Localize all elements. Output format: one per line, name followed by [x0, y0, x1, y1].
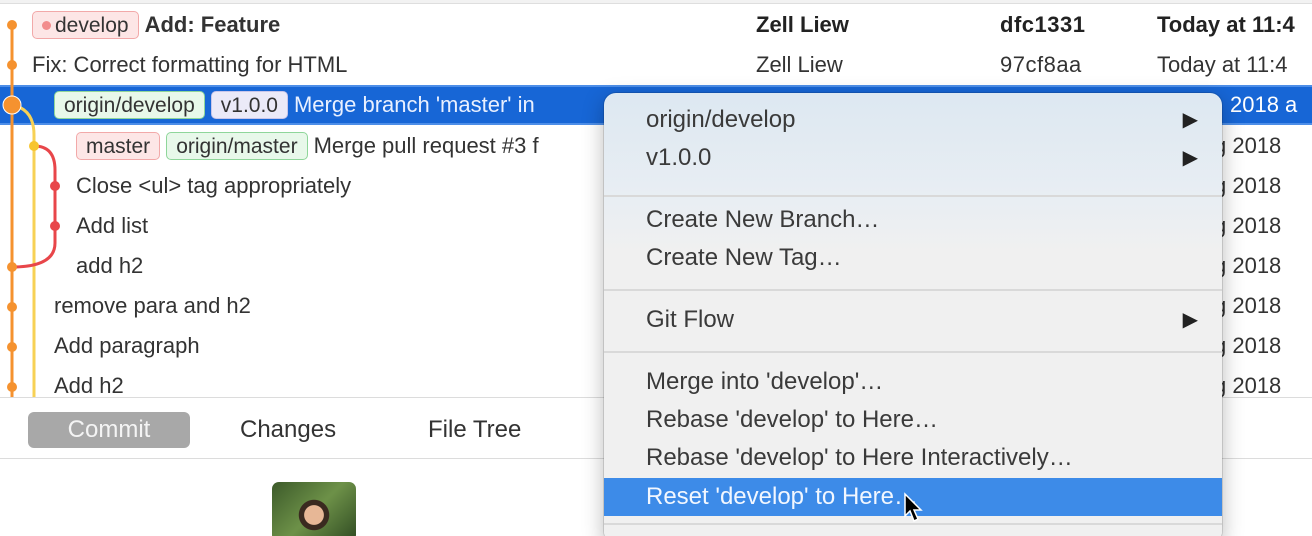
commit-row[interactable]: master origin/master Merge pull request … [0, 126, 1312, 166]
commit-message: Add list [76, 213, 149, 238]
menu-item-git-flow[interactable]: Git Flow ▶ [604, 301, 1222, 339]
mouse-pointer-icon [904, 492, 923, 523]
commit-row[interactable]: Add paragraph g 2018 [0, 326, 1312, 366]
commit-row[interactable]: Add list g 2018 [0, 206, 1312, 246]
submenu-arrow-icon: ▶ [1182, 109, 1198, 131]
commit-row[interactable]: Add h2 g 2018 [0, 366, 1312, 406]
commit-date: g 2018 [1214, 133, 1282, 158]
menu-item-reset-develop[interactable]: Reset 'develop' to Here… [604, 478, 1222, 516]
commit-date: g 2018 [1214, 293, 1282, 318]
menu-item-v1-0-0[interactable]: v1.0.0 ▶ [604, 139, 1222, 177]
commit-date: g 2018 [1214, 213, 1282, 238]
commit-date: g 2018 [1214, 173, 1282, 198]
commit-message: Add h2 [54, 373, 124, 398]
commit-message: Add: Feature [144, 12, 281, 37]
tab-file-tree[interactable]: File Tree [428, 416, 522, 443]
commit-sha: 97cf8aa [1000, 52, 1082, 77]
commit-sha: dfc1331 [1000, 12, 1086, 37]
menu-item-origin-develop[interactable]: origin/develop ▶ [604, 101, 1222, 139]
commit-row[interactable]: Close <ul> tag appropriately g 2018 [0, 166, 1312, 206]
branch-tag-develop[interactable]: develop [32, 11, 139, 39]
submenu-arrow-icon: ▶ [1182, 309, 1198, 331]
commit-row[interactable]: add h2 g 2018 [0, 246, 1312, 286]
commit-date: Today at 11:4 [1157, 52, 1288, 77]
context-menu: origin/develop ▶ v1.0.0 ▶ Create New Bra… [604, 93, 1222, 536]
menu-item-merge-into-develop[interactable]: Merge into 'develop'… [646, 368, 884, 395]
commit-message: remove para and h2 [54, 293, 251, 318]
commit-date: g 2018 [1214, 253, 1282, 278]
menu-item-rebase-develop[interactable]: Rebase 'develop' to Here… [646, 406, 938, 433]
commit-message: Merge pull request #3 f [313, 133, 539, 158]
branch-tag-origin-master[interactable]: origin/master [166, 132, 308, 160]
commit-date: g 2018 [1214, 333, 1282, 358]
toolbar-edge [0, 0, 1312, 4]
commit-date: g 2018 [1214, 373, 1282, 398]
menu-item-create-new-tag[interactable]: Create New Tag… [646, 244, 842, 271]
commit-message: Fix: Correct formatting for HTML [32, 52, 348, 77]
menu-separator [604, 523, 1222, 525]
version-tag[interactable]: v1.0.0 [210, 91, 288, 119]
commit-history-list[interactable]: develop Add: Feature Zell Liew dfc1331 T… [0, 5, 1312, 398]
commit-date: Today at 11:4 [1157, 12, 1295, 37]
commit-message: Add paragraph [54, 333, 200, 358]
commit-row[interactable]: develop Add: Feature Zell Liew dfc1331 T… [0, 5, 1312, 45]
commit-message: Merge branch 'master' in [293, 92, 535, 117]
commit-message: Close <ul> tag appropriately [76, 173, 352, 198]
submenu-arrow-icon: ▶ [1182, 147, 1198, 169]
menu-separator [604, 289, 1222, 291]
author-avatar [272, 482, 356, 536]
tab-commit[interactable]: Commit [28, 412, 190, 448]
branch-tag-origin-develop[interactable]: origin/develop [54, 91, 205, 119]
commit-row[interactable]: Fix: Correct formatting for HTML Zell Li… [0, 45, 1312, 85]
tab-changes[interactable]: Changes [240, 416, 337, 443]
commit-author: Zell Liew [756, 12, 849, 37]
menu-item-create-new-branch[interactable]: Create New Branch… [646, 206, 880, 233]
branch-tag-master[interactable]: master [76, 132, 161, 160]
commit-message: add h2 [76, 253, 144, 278]
menu-separator [604, 195, 1222, 197]
current-branch-dot [42, 21, 51, 30]
commit-row[interactable]: remove para and h2 g 2018 [0, 286, 1312, 326]
commit-author: Zell Liew [756, 52, 843, 77]
menu-separator [604, 351, 1222, 353]
menu-item-rebase-develop-interactively[interactable]: Rebase 'develop' to Here Interactively… [646, 444, 1073, 471]
commit-date: 2018 a [1230, 92, 1298, 117]
